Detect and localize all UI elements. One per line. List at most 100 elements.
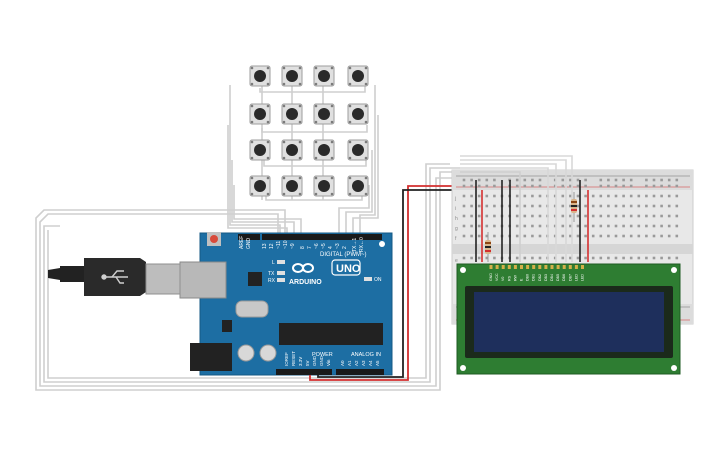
bb-hole[interactable] bbox=[470, 256, 473, 260]
bb-rail-hole[interactable] bbox=[607, 184, 610, 188]
keypad-button[interactable] bbox=[281, 175, 303, 197]
bb-rail-hole[interactable] bbox=[667, 178, 671, 182]
digital-header[interactable] bbox=[262, 234, 382, 240]
resistor[interactable] bbox=[485, 232, 491, 262]
bb-hole[interactable] bbox=[485, 256, 489, 260]
bb-rail-hole[interactable] bbox=[667, 184, 671, 188]
bb-rail-hole[interactable] bbox=[599, 184, 603, 188]
lcd-pin[interactable] bbox=[532, 265, 536, 269]
bb-hole[interactable] bbox=[477, 214, 481, 218]
bb-rail-hole[interactable] bbox=[645, 184, 648, 188]
keypad-button[interactable] bbox=[313, 65, 335, 87]
bb-hole[interactable] bbox=[645, 194, 648, 198]
bb-rail-hole[interactable] bbox=[531, 178, 534, 182]
bb-hole[interactable] bbox=[493, 204, 496, 208]
bb-rail-hole[interactable] bbox=[614, 178, 618, 182]
arduino-uno-board[interactable]: 13 12 ~11 ~10 ~9 8 7 ~6 ~5 4 ~3 2 TX→1 R… bbox=[179, 232, 393, 376]
bb-hole[interactable] bbox=[637, 204, 641, 208]
bb-hole[interactable] bbox=[531, 214, 534, 218]
bb-hole[interactable] bbox=[485, 224, 489, 228]
bb-hole[interactable] bbox=[637, 194, 641, 198]
power-header[interactable] bbox=[276, 369, 332, 375]
bb-rail-hole[interactable] bbox=[576, 184, 580, 188]
bb-hole[interactable] bbox=[477, 256, 481, 260]
bb-hole[interactable] bbox=[523, 224, 527, 228]
bb-hole[interactable] bbox=[660, 224, 663, 228]
analog-header[interactable] bbox=[336, 369, 384, 375]
bb-hole[interactable] bbox=[660, 194, 663, 198]
bb-hole[interactable] bbox=[531, 204, 534, 208]
bb-hole[interactable] bbox=[622, 204, 625, 208]
bb-rail-hole[interactable] bbox=[493, 184, 496, 188]
bb-hole[interactable] bbox=[523, 214, 527, 218]
bb-rail-hole[interactable] bbox=[645, 178, 648, 182]
bb-hole[interactable] bbox=[607, 194, 610, 198]
bb-hole[interactable] bbox=[607, 204, 610, 208]
bb-rail-hole[interactable] bbox=[660, 178, 663, 182]
keypad-button[interactable] bbox=[313, 103, 335, 125]
lcd-pin[interactable] bbox=[513, 265, 517, 269]
bb-rail-hole[interactable] bbox=[622, 178, 625, 182]
bb-hole[interactable] bbox=[493, 194, 496, 198]
bb-hole[interactable] bbox=[462, 256, 466, 260]
bb-rail-hole[interactable] bbox=[561, 178, 565, 182]
bb-hole[interactable] bbox=[622, 214, 625, 218]
keypad-button[interactable] bbox=[313, 175, 335, 197]
bb-hole[interactable] bbox=[538, 234, 542, 238]
bb-hole[interactable] bbox=[523, 204, 527, 208]
bb-hole[interactable] bbox=[462, 194, 466, 198]
bb-hole[interactable] bbox=[652, 256, 656, 260]
bb-hole[interactable] bbox=[515, 256, 519, 260]
resistor[interactable] bbox=[571, 192, 577, 222]
bb-hole[interactable] bbox=[569, 204, 572, 208]
bb-hole[interactable] bbox=[561, 256, 565, 260]
bb-hole[interactable] bbox=[493, 214, 496, 218]
bb-hole[interactable] bbox=[622, 224, 625, 228]
bb-rail-hole[interactable] bbox=[622, 184, 625, 188]
bb-hole[interactable] bbox=[629, 204, 633, 208]
keypad-button[interactable] bbox=[281, 65, 303, 87]
bb-hole[interactable] bbox=[531, 194, 534, 198]
bb-hole[interactable] bbox=[493, 224, 496, 228]
bb-rail-hole[interactable] bbox=[675, 184, 679, 188]
keypad-button[interactable] bbox=[281, 139, 303, 161]
bb-hole[interactable] bbox=[652, 194, 656, 198]
keypad-button[interactable] bbox=[281, 103, 303, 125]
keypad-button[interactable] bbox=[347, 139, 369, 161]
bb-hole[interactable] bbox=[622, 256, 625, 260]
bb-rail-hole[interactable] bbox=[485, 178, 489, 182]
bb-hole[interactable] bbox=[584, 204, 587, 208]
bb-hole[interactable] bbox=[485, 214, 489, 218]
bb-hole[interactable] bbox=[645, 234, 648, 238]
lcd-pin[interactable] bbox=[562, 265, 566, 269]
bb-hole[interactable] bbox=[462, 224, 466, 228]
bb-hole[interactable] bbox=[614, 204, 618, 208]
bb-hole[interactable] bbox=[515, 204, 519, 208]
bb-hole[interactable] bbox=[561, 234, 565, 238]
bb-hole[interactable] bbox=[660, 214, 663, 218]
bb-rail-hole[interactable] bbox=[462, 184, 466, 188]
lcd-pin[interactable] bbox=[501, 265, 505, 269]
bb-hole[interactable] bbox=[470, 204, 473, 208]
bb-rail-hole[interactable] bbox=[477, 184, 481, 188]
bb-hole[interactable] bbox=[584, 214, 587, 218]
bb-hole[interactable] bbox=[531, 256, 534, 260]
bb-hole[interactable] bbox=[675, 214, 679, 218]
bb-hole[interactable] bbox=[652, 214, 656, 218]
keypad-button[interactable] bbox=[249, 65, 271, 87]
lcd-pin[interactable] bbox=[526, 265, 530, 269]
bb-rail-hole[interactable] bbox=[629, 184, 633, 188]
bb-rail-hole[interactable] bbox=[629, 178, 633, 182]
bb-hole[interactable] bbox=[599, 256, 603, 260]
bb-hole[interactable] bbox=[569, 194, 572, 198]
bb-hole[interactable] bbox=[538, 194, 542, 198]
bb-hole[interactable] bbox=[538, 204, 542, 208]
bb-rail-hole[interactable] bbox=[515, 178, 519, 182]
bb-hole[interactable] bbox=[645, 204, 648, 208]
bb-hole[interactable] bbox=[629, 194, 633, 198]
bb-hole[interactable] bbox=[462, 234, 466, 238]
bb-hole[interactable] bbox=[584, 194, 587, 198]
bb-hole[interactable] bbox=[493, 256, 496, 260]
bb-hole[interactable] bbox=[614, 234, 618, 238]
